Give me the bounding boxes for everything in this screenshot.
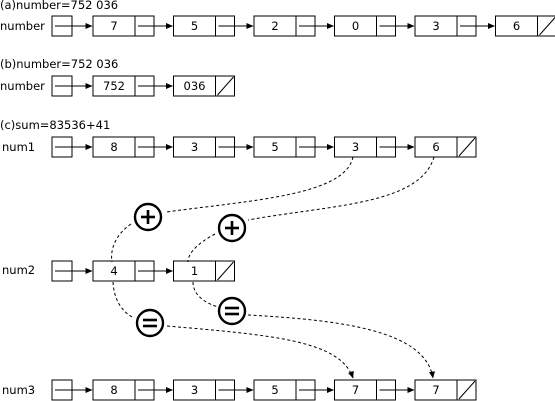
row-label-num1: num1 — [2, 140, 35, 154]
node-value: 8 — [110, 383, 117, 397]
equals-operator-right — [217, 296, 247, 326]
node-value: 752 — [103, 79, 125, 93]
node-value: 0 — [352, 19, 359, 33]
null-pointer-slash — [458, 380, 476, 400]
null-pointer-slash — [539, 16, 555, 36]
list-node: 752 — [92, 75, 173, 97]
plus-operator-right — [217, 213, 247, 243]
curve-num2-node1-to-equals — [112, 281, 135, 319]
head-pointer — [51, 75, 93, 97]
list-node: 036 — [173, 75, 235, 97]
curve-num1-node4-to-plus — [165, 156, 354, 213]
node-value: 7 — [352, 383, 359, 397]
caption-c: (c)sum=83536+41 — [0, 118, 110, 132]
node-value: 6 — [432, 140, 439, 154]
list-node: 7 — [334, 379, 415, 401]
node-value: 2 — [271, 19, 278, 33]
list-node: 6 — [414, 136, 477, 158]
node-value: 8 — [110, 140, 117, 154]
null-pointer-slash — [458, 137, 476, 157]
head-pointer — [51, 379, 93, 401]
list-node: 3 — [173, 379, 254, 401]
head-pointer — [51, 136, 93, 158]
list-node: 1 — [173, 260, 235, 282]
list-node: 6 — [495, 15, 555, 37]
curve-num1-node5-to-plus — [247, 156, 435, 221]
list-node: 5 — [253, 379, 334, 401]
node-value: 3 — [191, 140, 198, 154]
curve-plus-to-num2-node2 — [187, 233, 216, 263]
curve-equals-to-num3-node4 — [166, 325, 354, 379]
list-row-a: 7 5 2 0 3 6 — [51, 15, 555, 37]
node-value: 3 — [352, 140, 359, 154]
equals-operator-left — [135, 308, 165, 338]
list-node: 7 — [92, 15, 173, 37]
row-label-b: number — [0, 79, 45, 93]
head-pointer — [51, 260, 93, 282]
row-label-a: number — [0, 19, 45, 33]
list-row-b: 752 036 — [51, 75, 235, 97]
list-node: 5 — [173, 15, 254, 37]
node-value: 1 — [191, 264, 198, 278]
node-value: 6 — [513, 19, 520, 33]
list-row-num1: 8 3 5 3 6 — [51, 136, 477, 158]
curve-plus-to-num2-node1 — [111, 223, 132, 263]
node-value: 7 — [110, 19, 117, 33]
node-value: 5 — [271, 140, 278, 154]
list-node: 4 — [92, 260, 173, 282]
node-value: 3 — [432, 19, 439, 33]
caption-b: (b)number=752 036 — [0, 57, 118, 71]
curve-equals-to-num3-node5 — [247, 314, 435, 379]
list-node: 0 — [334, 15, 415, 37]
node-value: 5 — [191, 19, 198, 33]
flow-curves — [111, 156, 435, 379]
null-pointer-slash — [217, 261, 234, 281]
node-value: 3 — [191, 383, 198, 397]
list-node: 2 — [253, 15, 334, 37]
null-pointer-slash — [217, 76, 234, 96]
head-pointer — [51, 15, 93, 37]
node-value: 4 — [110, 264, 117, 278]
caption-a: (a)number=752 036 — [0, 0, 118, 12]
row-label-num3: num3 — [2, 383, 35, 397]
node-value: 5 — [271, 383, 278, 397]
list-node: 8 — [92, 136, 173, 158]
list-node: 7 — [414, 379, 477, 401]
list-node: 8 — [92, 379, 173, 401]
node-value: 036 — [184, 79, 206, 93]
list-node: 3 — [414, 15, 495, 37]
list-node: 3 — [173, 136, 254, 158]
node-value: 7 — [432, 383, 439, 397]
list-node: 3 — [334, 136, 415, 158]
curve-num2-node2-to-equals — [192, 281, 219, 308]
list-row-num3: 8 3 5 7 7 — [51, 379, 477, 401]
row-label-num2: num2 — [2, 263, 35, 277]
list-node: 5 — [253, 136, 334, 158]
plus-operator-left — [133, 202, 163, 232]
